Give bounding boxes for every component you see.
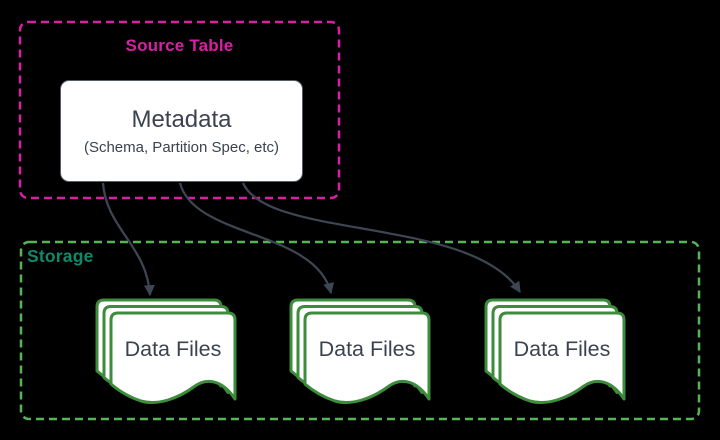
metadata-title: Metadata [131, 106, 232, 133]
document-front-icon [498, 311, 626, 405]
datafiles-stack-1 [95, 298, 237, 405]
document-front-icon [303, 311, 431, 405]
arrow-metadata-to-datafiles-1 [101, 182, 155, 297]
datafiles-stack-3 [484, 298, 626, 405]
storage-container [19, 240, 701, 421]
metadata-subtitle: (Schema, Partition Spec, etc) [83, 139, 280, 156]
document-front-icon [109, 311, 237, 405]
source-table-label: Source Table [125, 36, 234, 55]
arrow-metadata-to-datafiles-3 [241, 182, 521, 293]
arrow-metadata-to-datafiles-2 [178, 182, 335, 295]
datafiles-stack-2 [289, 298, 431, 405]
metadata-node: Metadata (Schema, Partition Spec, etc) [60, 80, 303, 182]
storage-label: Storage [27, 246, 94, 266]
source-table-container [18, 20, 341, 200]
